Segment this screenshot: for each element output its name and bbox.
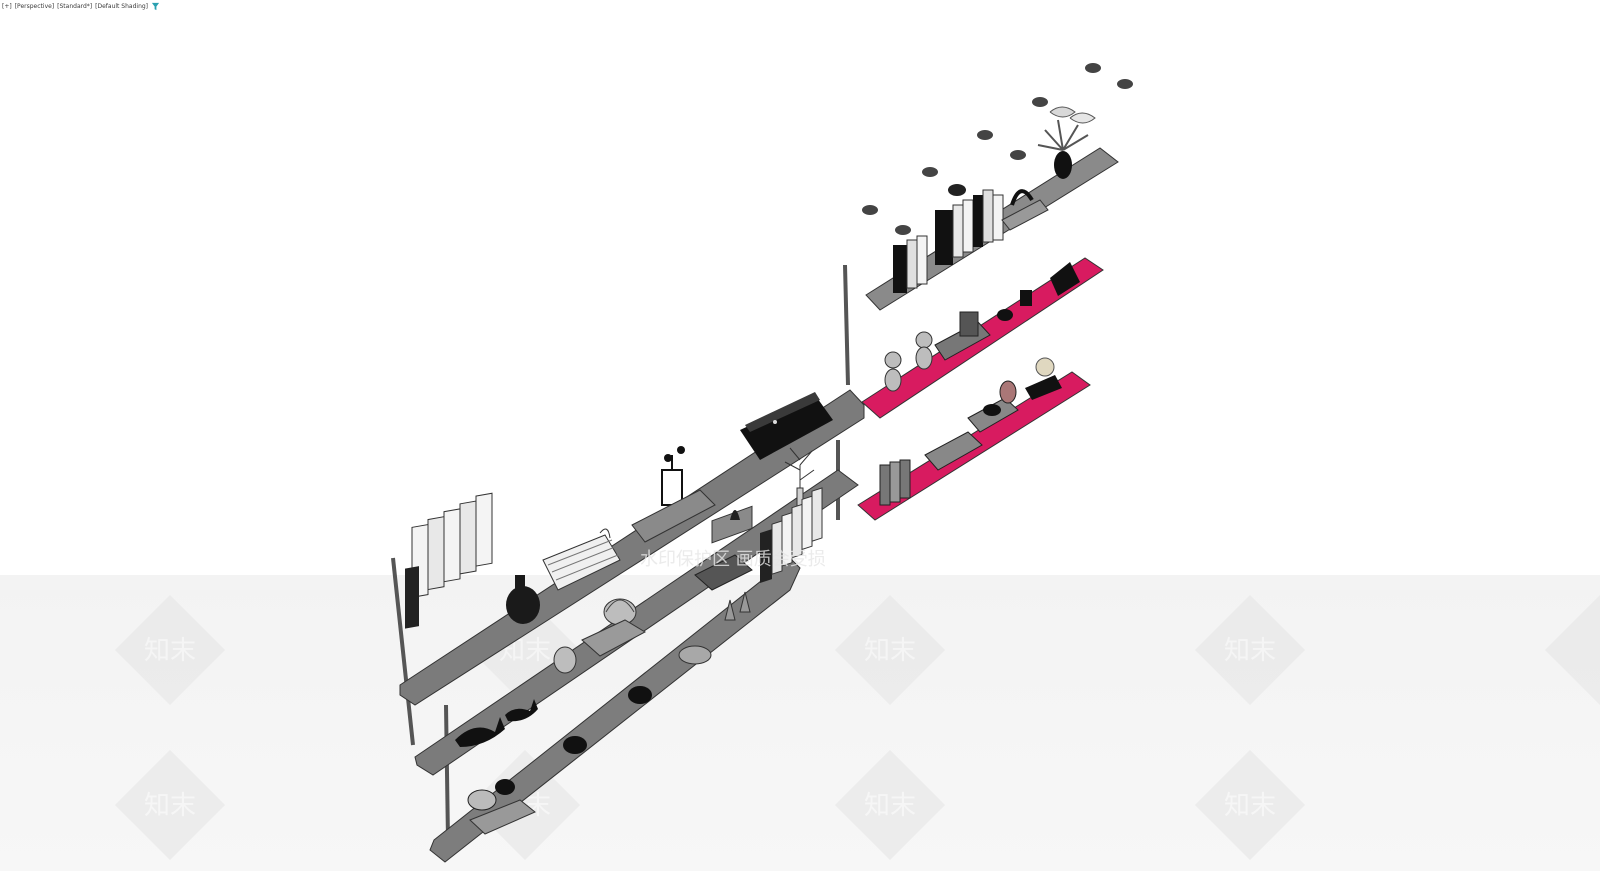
small-jar <box>1020 290 1032 306</box>
tablet <box>1050 262 1080 296</box>
right-gray-shelf[interactable] <box>862 63 1133 311</box>
magenta-shelf-lower[interactable] <box>857 357 1091 521</box>
vase-black <box>506 586 540 624</box>
viewport-pov-menu[interactable]: [Perspective] <box>14 2 55 10</box>
vase-ribbed <box>553 646 577 674</box>
viewport-label-menu[interactable]: [+] [Perspective] [Standard*] [Default S… <box>2 1 160 11</box>
book-pile-middle <box>581 619 647 657</box>
flower-bowl <box>1035 357 1055 377</box>
watermark-logo-8: 知末 <box>1224 791 1276 821</box>
black-bowl <box>628 686 652 704</box>
magenta-shelf-upper[interactable] <box>861 257 1104 419</box>
watermark-layer: 知末 知末 知末 知末 知末 知末 <box>115 595 1600 860</box>
bowl <box>678 645 712 665</box>
figurine <box>730 510 740 520</box>
shelf-rod <box>843 264 850 386</box>
watermark-logo-4: 知末 <box>1224 636 1276 666</box>
watermark-logo-7: 知末 <box>864 791 916 821</box>
watermark-banner: 水印保护区 画质会受损 <box>640 549 826 570</box>
viewport-plus-menu[interactable]: [+] <box>2 2 12 10</box>
plant-leaves <box>1037 106 1096 151</box>
book-row-magenta <box>879 459 911 506</box>
ground-plane <box>0 575 1600 871</box>
tray <box>631 489 716 543</box>
book-row-gray <box>893 189 1004 293</box>
horse-figurine <box>1010 189 1034 206</box>
wine-glasses <box>724 591 751 621</box>
book-pile-magenta-2 <box>924 431 983 471</box>
tray-black <box>1025 375 1062 400</box>
deer-figurines <box>455 699 538 747</box>
basket <box>542 528 621 591</box>
watermark-logo-3: 知末 <box>864 636 916 666</box>
teddy-bears <box>884 331 933 392</box>
small-bowl <box>997 309 1013 321</box>
book-pile-bottom <box>469 799 536 835</box>
black-dish <box>983 404 1001 416</box>
shelf-board-top <box>399 389 865 706</box>
book-stack-top <box>405 492 493 629</box>
watermark-logo-1: 知末 <box>144 636 196 666</box>
shell-ornament <box>603 598 637 626</box>
woven-ball <box>999 380 1017 404</box>
black-disc <box>563 736 587 754</box>
book-row-middle <box>760 487 823 584</box>
black-box <box>740 392 833 460</box>
shelf-board-middle <box>414 469 859 776</box>
viewport-shading-menu[interactable]: [Default Shading] <box>95 2 149 10</box>
viewport-standard-menu[interactable]: [Standard*] <box>57 2 93 10</box>
left-shelf-unit[interactable] <box>391 264 865 863</box>
floating-pucks <box>862 63 1133 235</box>
filter-icon[interactable] <box>151 2 160 11</box>
shelf-rod <box>444 704 450 841</box>
candle-holder <box>661 446 685 506</box>
watermark-logo-5: 知末 <box>144 791 196 821</box>
tray-gray <box>1001 199 1049 231</box>
box-stack <box>694 554 753 591</box>
vase-plant <box>1054 151 1072 179</box>
decor-ball <box>467 789 497 811</box>
shelf-rod <box>391 557 415 746</box>
